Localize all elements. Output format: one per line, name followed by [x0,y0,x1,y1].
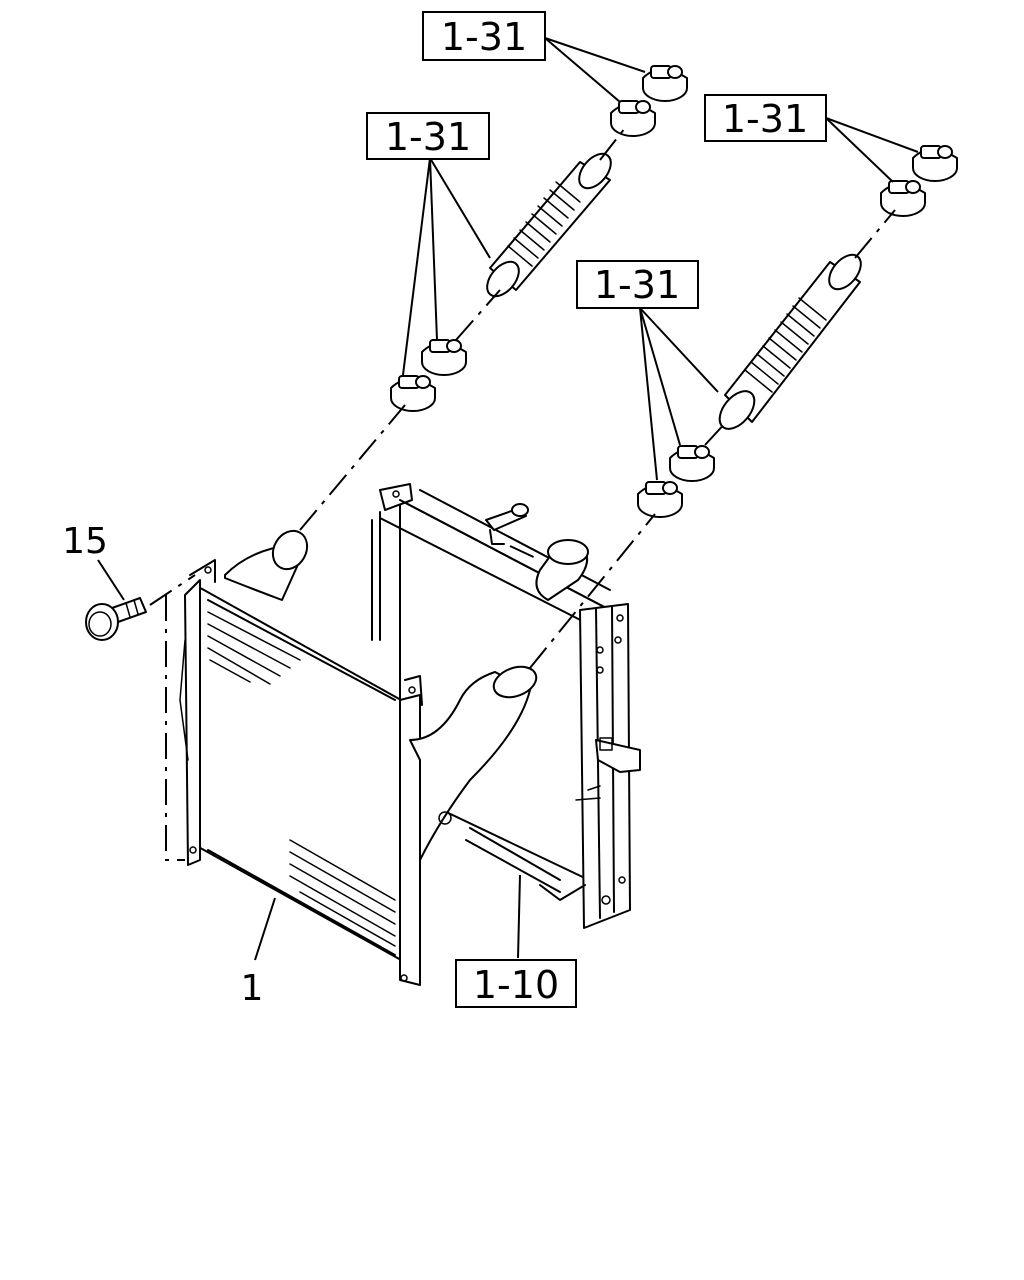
leader-lines [97,37,919,961]
clamp-b1 [421,339,467,376]
callout-label: 1-10 [473,963,559,1007]
clamp-d1 [669,445,715,482]
clamp-d2 [637,481,683,518]
item-number-intercooler: 1 [241,968,264,1009]
callout-radiator: 1-10 [455,959,577,1008]
callout-label: 1-31 [594,263,680,307]
callout-clamp-set-a: 1-31 [422,11,546,61]
callout-label: 1-31 [441,15,527,59]
callout-clamp-set-b: 1-31 [366,112,490,160]
clamp-a1 [642,65,688,102]
clamp-c2 [880,180,926,217]
assembly-centerlines [149,127,896,861]
callout-label: 1-31 [385,115,471,159]
hose-right [718,253,862,430]
clamp-c1 [912,145,958,182]
bolt [85,597,147,641]
callout-clamp-set-d: 1-31 [576,260,699,309]
intercooler [179,529,538,986]
clamp-a2 [610,100,656,137]
item-number-bolt: 15 [62,521,108,562]
callout-label: 1-31 [722,97,808,141]
callout-clamp-set-c: 1-31 [704,94,827,142]
hose-upper-left [486,152,612,298]
clamp-b2 [390,375,436,412]
